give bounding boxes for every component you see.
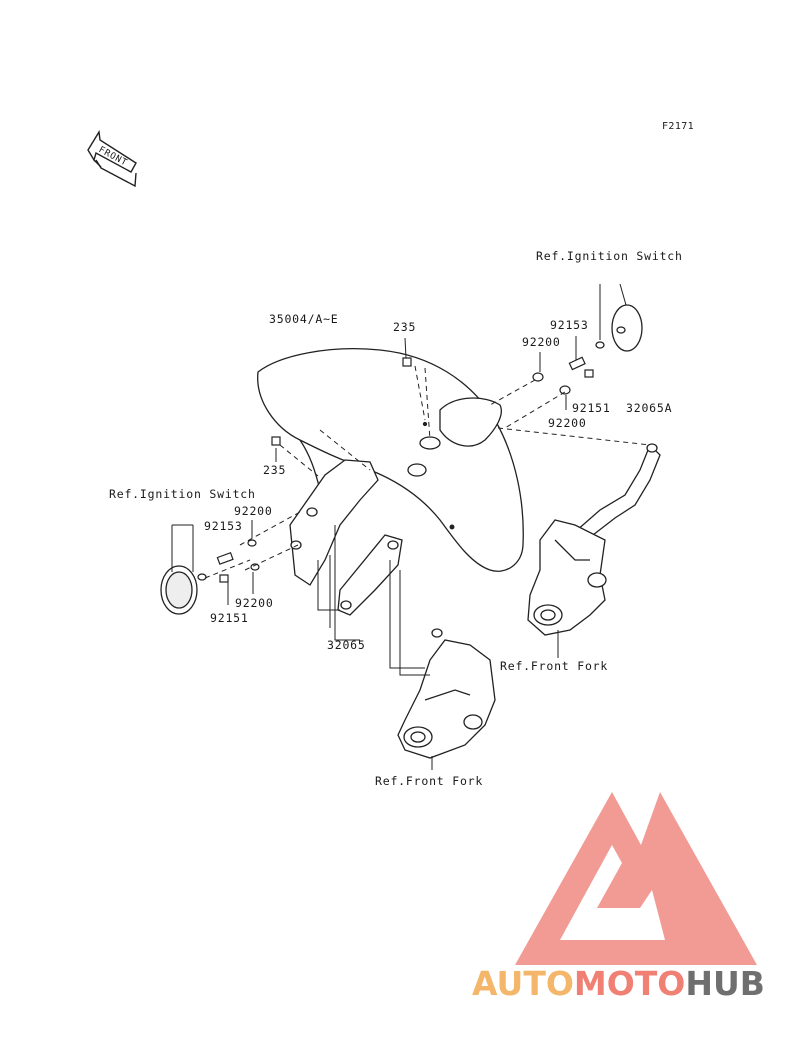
watermark-text: AUTOMOTOHUB <box>472 967 765 1000</box>
label-part-92200-left-b: 92200 <box>235 596 274 610</box>
label-part-92200-right-a: 92200 <box>522 335 561 349</box>
label-part-92200-left-a: 92200 <box>234 504 273 518</box>
label-ref-ignition-switch-left: Ref.Ignition Switch <box>109 487 256 501</box>
label-ref-front-fork-right: Ref.Front Fork <box>500 659 609 673</box>
leader-lines <box>171 283 627 770</box>
bottom-fork <box>397 628 496 759</box>
watermark-auto: AUTO <box>472 964 574 1003</box>
label-part-235-top: 235 <box>393 320 417 334</box>
label-ref-front-fork-bottom: Ref.Front Fork <box>375 774 484 788</box>
front-arrow-icon <box>87 129 137 188</box>
reflector-left <box>160 565 207 615</box>
hardware <box>216 356 594 583</box>
front-fender <box>257 348 524 572</box>
watermark-moto: MOTO <box>573 964 686 1003</box>
watermark-logo <box>515 792 757 965</box>
label-part-35004: 35004/A~E <box>269 312 339 326</box>
figure-code: F2171 <box>662 121 695 132</box>
label-ref-ignition-switch-top: Ref.Ignition Switch <box>536 249 683 263</box>
label-part-32065: 32065 <box>327 638 366 652</box>
right-fork <box>527 519 607 636</box>
watermark-hub: HUB <box>685 964 765 1003</box>
left-bracket <box>289 459 403 616</box>
dash-lines <box>204 365 651 579</box>
label-part-92153-right: 92153 <box>550 318 589 332</box>
label-part-235-left: 235 <box>263 463 287 477</box>
label-part-92151-left: 92151 <box>210 611 249 625</box>
label-part-32065A: 32065A <box>626 401 673 415</box>
label-part-92151-right: 92151 <box>572 401 611 415</box>
reflector-right <box>595 304 643 352</box>
label-part-92200-right-b: 92200 <box>548 416 587 430</box>
label-part-92153-left: 92153 <box>204 519 243 533</box>
